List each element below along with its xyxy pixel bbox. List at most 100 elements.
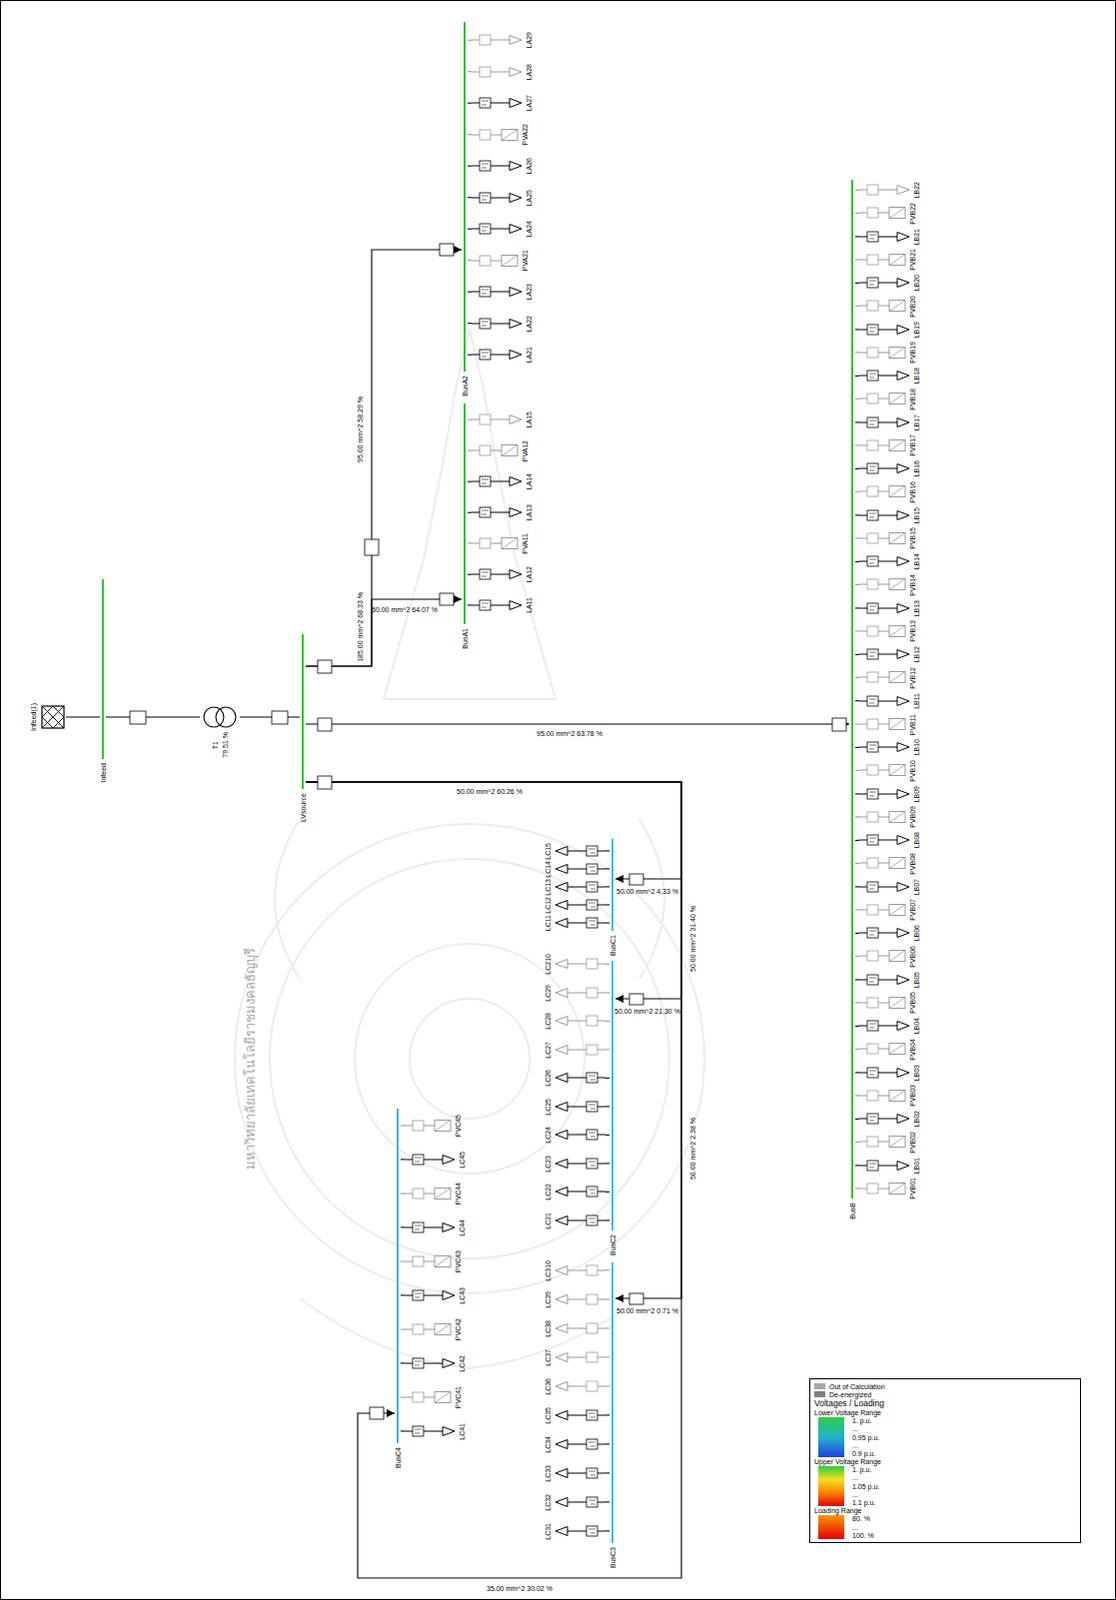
wire — [471, 39, 480, 41]
load-label: LA26 — [525, 157, 533, 174]
connector — [855, 468, 860, 470]
load-symbol — [404, 1153, 457, 1166]
wire — [597, 1191, 606, 1193]
connector — [467, 419, 472, 421]
result-value — [869, 605, 877, 607]
result-value — [869, 702, 875, 704]
load-symbol — [553, 1044, 606, 1057]
wire — [597, 904, 606, 906]
connector — [605, 1356, 610, 1358]
pv-box — [889, 858, 906, 870]
pv-unit: PVC44 — [404, 1182, 462, 1205]
connector — [605, 1078, 610, 1080]
wire — [471, 542, 480, 544]
load-triangle — [897, 278, 910, 288]
result-box — [867, 975, 879, 986]
pv-symbol — [859, 857, 908, 870]
pv-diagonal — [889, 300, 906, 312]
pv-box — [501, 537, 518, 549]
pv-diagonal — [889, 997, 906, 1009]
load-label: LC23 — [544, 1155, 552, 1173]
result-value — [414, 1360, 422, 1362]
wire — [490, 165, 510, 167]
load-label: LC24 — [544, 1126, 552, 1144]
load-label: LC15 — [544, 843, 552, 861]
result-box — [867, 510, 879, 521]
connector — [605, 904, 610, 906]
pv-unit: PVB08 — [859, 853, 917, 876]
wire — [490, 542, 502, 544]
result-value — [481, 352, 489, 354]
result-box — [586, 846, 598, 857]
load: LB13 — [859, 600, 921, 617]
wire — [597, 1269, 606, 1271]
result-box — [412, 1358, 424, 1369]
pv-symbol — [859, 578, 908, 591]
load: LA14 — [471, 473, 533, 490]
result-value — [869, 1120, 875, 1122]
result-value — [481, 606, 487, 608]
load-triangle — [509, 224, 522, 234]
winding — [215, 707, 236, 728]
load: LA13 — [471, 504, 533, 521]
bus-line — [101, 579, 104, 760]
connector — [605, 868, 610, 870]
wire — [404, 1226, 413, 1228]
wire — [567, 868, 587, 870]
connector — [605, 1191, 610, 1193]
load-label: LB20 — [913, 274, 921, 291]
result-box — [586, 988, 598, 999]
pv-symbol — [859, 253, 908, 266]
wire — [878, 584, 890, 586]
wire — [404, 1430, 413, 1432]
wire — [490, 481, 510, 483]
wire — [878, 724, 890, 726]
grid-frame — [41, 706, 64, 729]
legend-value: 100. % — [852, 1532, 875, 1540]
connector — [467, 70, 472, 72]
result-value — [481, 104, 487, 106]
wire — [859, 724, 868, 726]
result-box — [479, 192, 491, 203]
wire — [404, 1158, 413, 1160]
pv-diagonal — [501, 254, 518, 266]
load-symbol — [553, 1214, 606, 1227]
pv-diagonal — [889, 532, 906, 544]
wire — [878, 933, 898, 935]
wire — [859, 444, 868, 446]
pv-symbol — [859, 346, 908, 359]
pv-symbol — [859, 997, 908, 1010]
result-value — [869, 512, 877, 514]
wire — [597, 850, 606, 852]
load-label: LC36 — [544, 1378, 552, 1396]
load-triangle — [897, 185, 910, 195]
result-value — [869, 652, 877, 654]
bus-label: BusA2 — [461, 375, 469, 397]
wire — [859, 770, 868, 772]
load-triangle — [897, 510, 910, 520]
load-symbol — [859, 602, 912, 615]
legend-value: 0.9 p.u. — [852, 1450, 876, 1458]
result-value — [481, 324, 487, 326]
result-box — [479, 318, 491, 329]
bus-label: BusC2 — [609, 1234, 617, 1256]
load-symbol — [471, 191, 524, 204]
wire — [423, 1329, 435, 1331]
bus-label: LVsource — [299, 793, 307, 823]
legend-value: 0.95 p.u. — [852, 1434, 880, 1442]
wire — [567, 904, 587, 906]
pv-label: PVB03 — [909, 1085, 917, 1108]
pv-symbol — [471, 537, 520, 550]
wire — [878, 979, 898, 981]
load-triangle — [555, 1294, 568, 1304]
wire — [859, 863, 868, 865]
result-box — [586, 1526, 598, 1537]
load-symbol — [471, 599, 524, 612]
wire — [878, 1072, 898, 1074]
load-label: LB02 — [913, 1111, 921, 1127]
load: LB19 — [859, 321, 921, 338]
result-box — [479, 160, 491, 171]
load-label: LB09 — [913, 786, 921, 803]
pv-unit: PVB17 — [859, 434, 917, 457]
load-triangle — [897, 836, 910, 846]
